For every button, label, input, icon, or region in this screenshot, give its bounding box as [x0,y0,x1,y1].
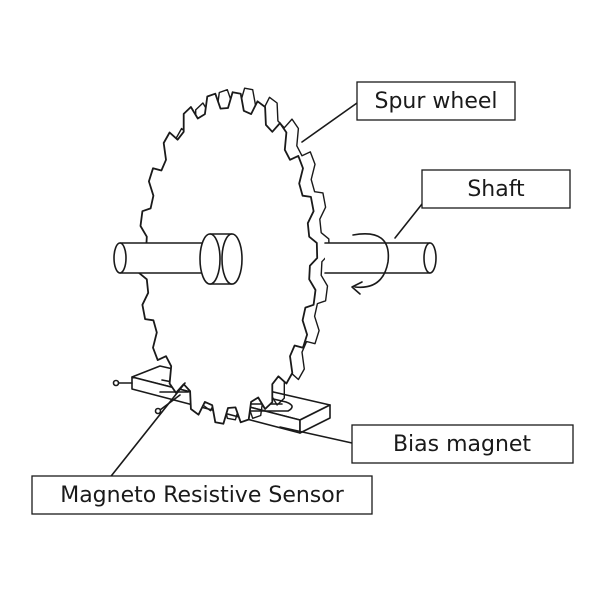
sensor-label: Magneto Resistive Sensor [31,475,373,515]
shaft-label: Shaft [421,169,571,209]
shaft [113,233,437,285]
shaft-leader [394,203,423,239]
spur-wheel-leader [301,102,358,143]
svg-text:Spur wheel: Spur wheel [374,89,497,114]
sensor-leader [107,382,186,481]
svg-text:Shaft: Shaft [467,177,525,202]
rotation-arrow-icon [351,233,390,295]
bias-magnet-label: Bias magnet [351,424,574,464]
spur-wheel-label: Spur wheel [356,81,516,121]
svg-text:Magneto Resistive Sensor: Magneto Resistive Sensor [60,483,345,508]
bias-magnet-leader [279,426,353,444]
svg-text:Bias magnet: Bias magnet [393,432,531,457]
